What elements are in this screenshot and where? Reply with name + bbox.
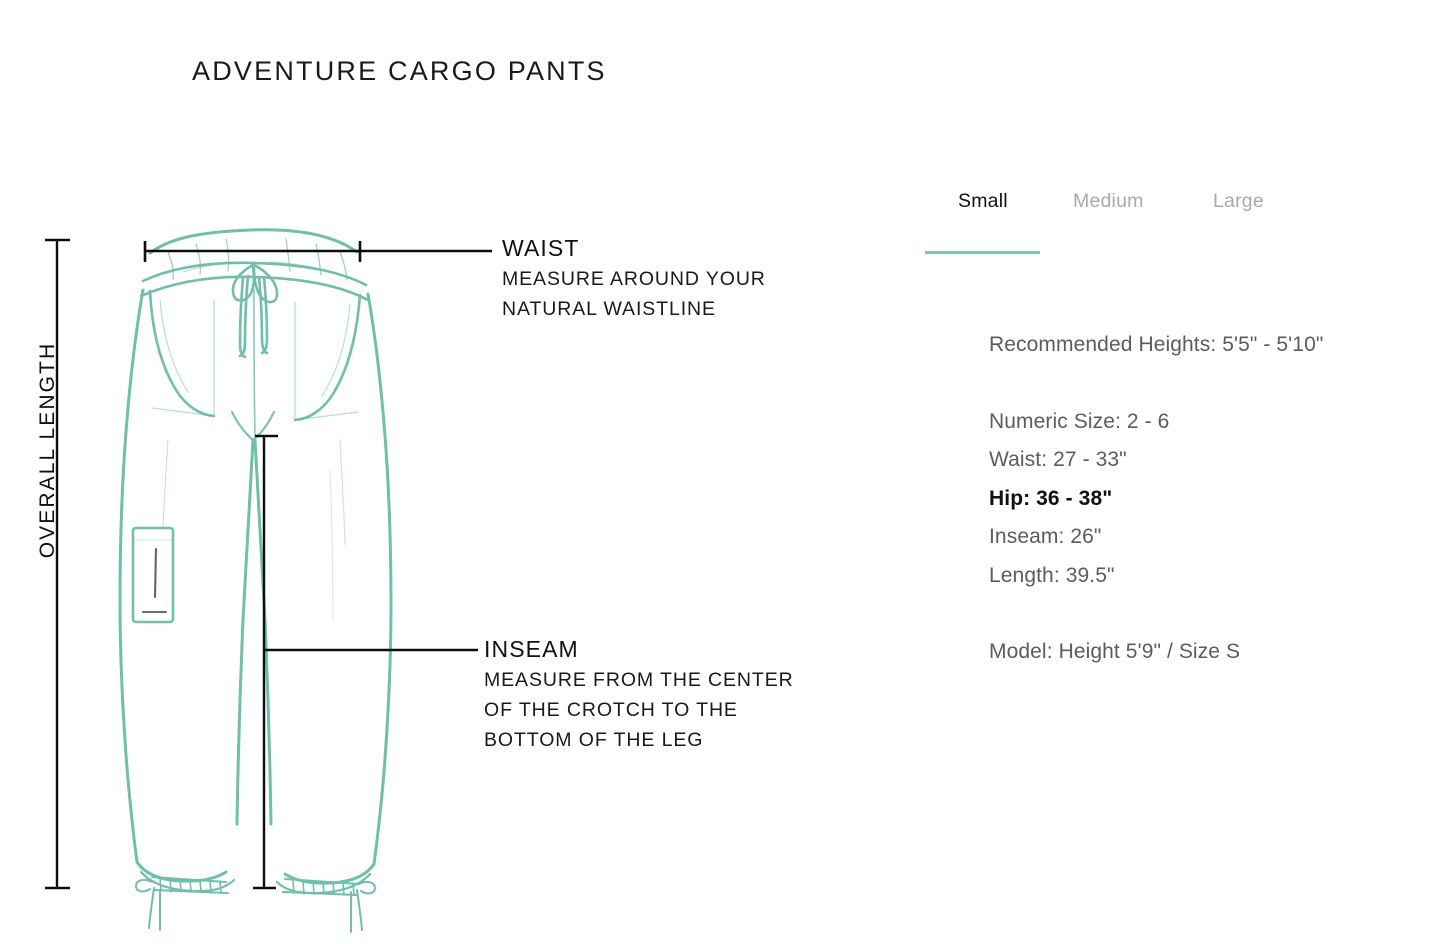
waist-dimension-line <box>143 241 492 262</box>
active-tab-underline <box>925 251 1040 254</box>
callout-inseam-title: INSEAM <box>484 636 579 662</box>
callout-inseam-line-1: MEASURE FROM THE CENTER <box>484 669 794 692</box>
spec-spacer-2 <box>989 603 1429 641</box>
inseam-dimension-line <box>253 434 478 890</box>
spec-length: Length: 39.5" <box>989 563 1115 587</box>
pants-illustration <box>45 228 492 933</box>
pants-measurement-diagram: OVERALL LENGTH WAIST MEASURE AROUND YOUR… <box>36 228 794 933</box>
spec-numeric-size: Numeric Size: 2 - 6 <box>989 409 1170 433</box>
tab-small[interactable]: Small <box>958 190 1008 212</box>
tab-large[interactable]: Large <box>1213 190 1264 212</box>
spec-model: Model: Height 5'9" / Size S <box>989 640 1241 663</box>
callout-inseam-line-3: BOTTOM OF THE LEG <box>484 728 704 751</box>
spec-waist: Waist: 27 - 33" <box>989 448 1127 471</box>
callout-inseam-line-2: OF THE CROTCH TO THE <box>484 698 738 721</box>
callout-waist-line-1: MEASURE AROUND YOUR <box>502 268 766 291</box>
callout-waist-title: WAIST <box>502 235 580 261</box>
callout-inseam: INSEAM MEASURE FROM THE CENTER OF THE CR… <box>484 636 794 755</box>
spec-recommended-heights: Recommended Heights: 5'5" - 5'10" <box>989 333 1324 356</box>
size-spec-list: Recommended Heights: 5'5" - 5'10" Numeri… <box>989 334 1429 680</box>
callout-waist-description: MEASURE AROUND YOUR NATURAL WAISTLINE <box>502 265 766 324</box>
overall-length-label: OVERALL LENGTH <box>36 341 59 559</box>
size-panel: Small Medium Large Recommended Heights: … <box>925 190 1425 662</box>
overall-length-dimension-line <box>45 238 70 890</box>
callout-waist-line-2: NATURAL WAISTLINE <box>502 297 716 320</box>
tab-medium[interactable]: Medium <box>1073 190 1144 212</box>
spec-spacer-1 <box>989 373 1429 411</box>
spec-hip: Hip: 36 - 38" <box>989 486 1113 510</box>
spec-inseam: Inseam: 26" <box>989 525 1102 548</box>
callout-inseam-description: MEASURE FROM THE CENTER OF THE CROTCH TO… <box>484 666 794 755</box>
page-title: ADVENTURE CARGO PANTS <box>192 56 607 86</box>
callout-waist: WAIST MEASURE AROUND YOUR NATURAL WAISTL… <box>502 235 766 325</box>
size-tab-list: Small Medium Large <box>925 190 1425 256</box>
